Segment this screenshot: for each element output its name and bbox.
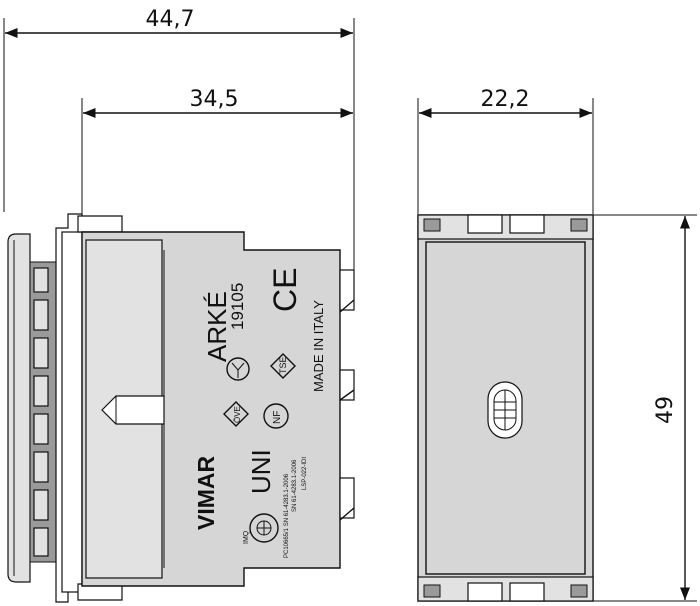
ce-mark-text: CE	[267, 268, 303, 312]
dimension-label-body-depth: 34,5	[190, 87, 239, 112]
origin-text: MADE IN ITALY	[311, 300, 326, 392]
article-code-text: 19105	[228, 283, 247, 330]
manufacturer-text: VIMAR	[193, 456, 219, 531]
dimension-label-overall-depth: 44,7	[146, 7, 195, 32]
svg-text:NF: NF	[272, 411, 283, 424]
ove-mark-icon: ÖVE	[223, 401, 249, 427]
standard-line-3: LSP-022-IDI	[302, 457, 308, 490]
svg-text:ÖVE: ÖVE	[233, 406, 242, 423]
top-clip-left	[467, 214, 503, 234]
dimension-height: 49	[592, 214, 697, 602]
top-clip-right	[509, 214, 545, 234]
dimension-label-width: 22,2	[481, 87, 530, 112]
nf-mark-icon: NF	[263, 403, 289, 429]
mechanism-fins	[29, 261, 57, 563]
top-clamp	[77, 215, 123, 233]
dimension-width: 22,2	[417, 87, 594, 214]
brand-series-text: ARKÉ	[202, 291, 232, 362]
tse-mark-icon: TSE	[270, 353, 296, 379]
standard-line-4: PC10665/1 SN 61-4283.1-2006	[284, 473, 290, 558]
cert-symbol-icon	[226, 357, 250, 381]
front-cover	[7, 233, 31, 583]
standard-line-2: SN 61-4283.1-2006	[292, 459, 298, 512]
dimension-label-height: 49	[653, 396, 678, 424]
svg-text:IMQ: IMQ	[243, 530, 250, 544]
bottom-clip-left	[467, 582, 503, 602]
rear-terminals	[339, 269, 355, 521]
svg-text:TSE: TSE	[278, 356, 288, 374]
bottom-clip-right	[509, 582, 545, 602]
dimension-body-depth: 34,5	[81, 87, 353, 222]
standard-uni-text: UNI	[246, 449, 276, 494]
side-markings: ARKÉ 19105 CE MADE IN ITALY TSE ÖVE NF V…	[193, 268, 326, 558]
imq-mark-icon: IMQ	[243, 513, 279, 544]
indicator-lens-icon	[487, 381, 523, 439]
dimension-overall-depth: 44,7	[3, 7, 355, 300]
key-notch	[101, 395, 165, 425]
front-view	[417, 214, 594, 602]
side-view: ARKÉ 19105 CE MADE IN ITALY TSE ÖVE NF V…	[7, 213, 355, 603]
